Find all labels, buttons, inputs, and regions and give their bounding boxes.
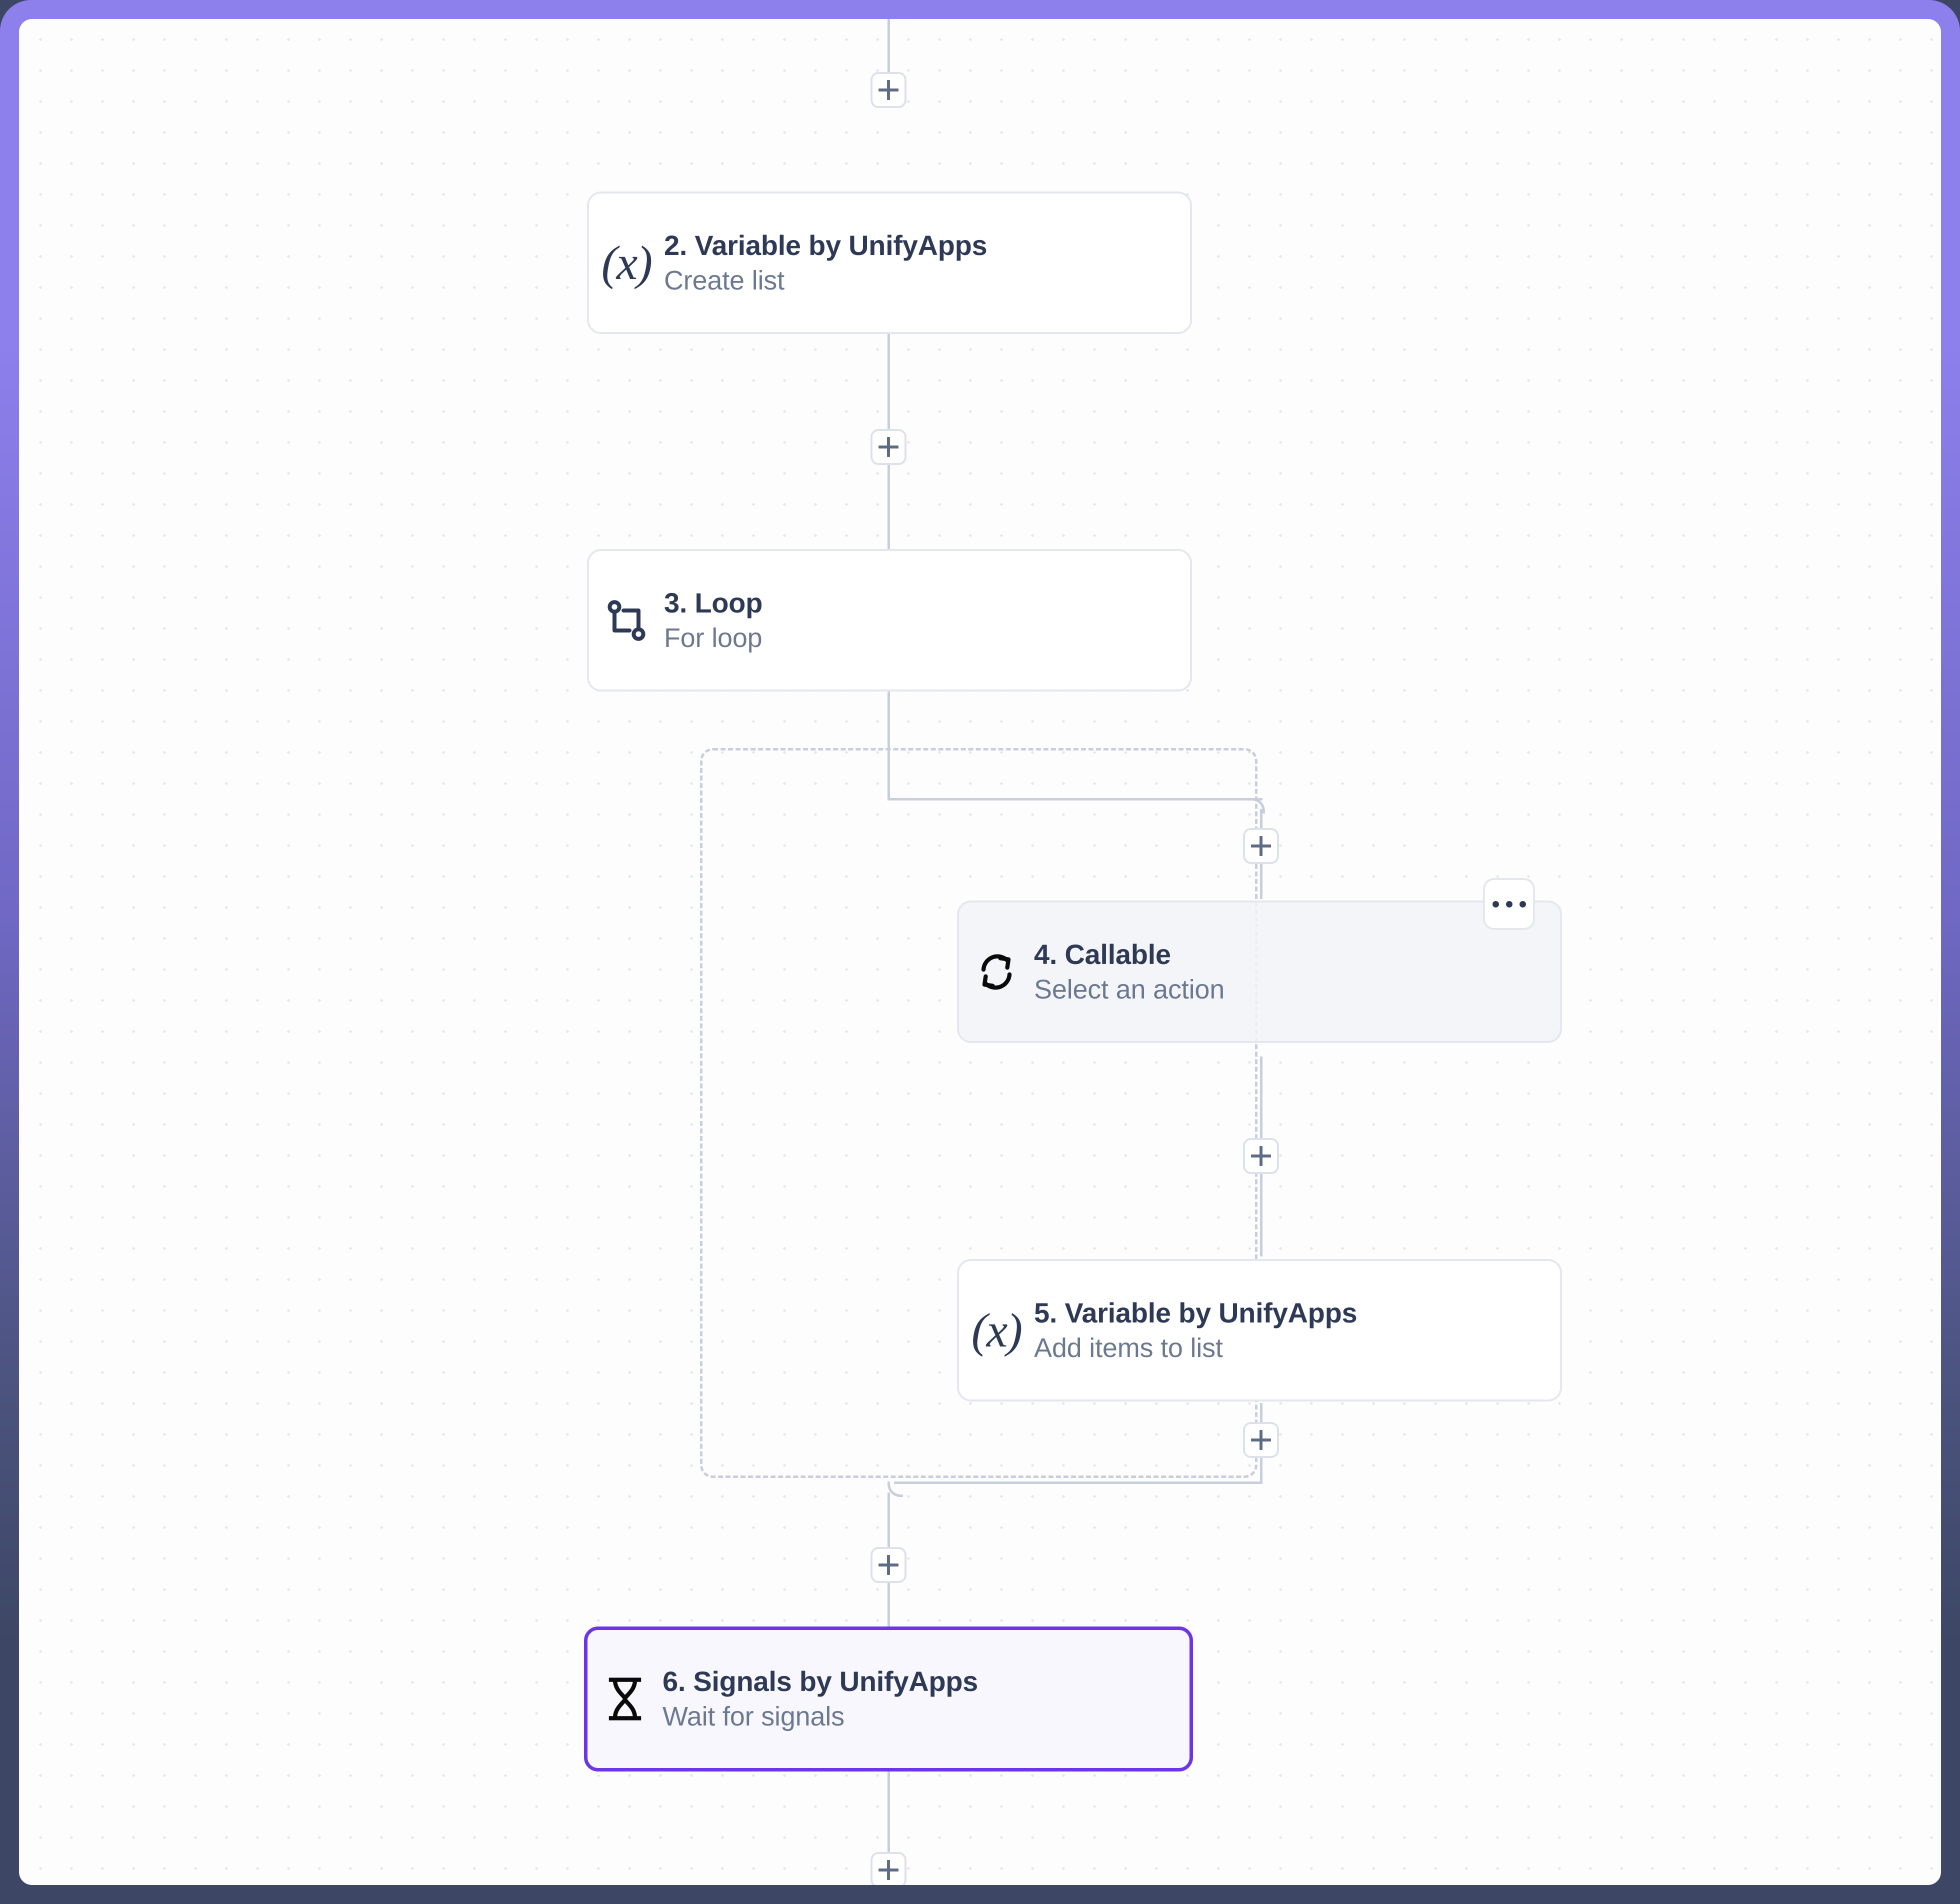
connector-node6-bottom xyxy=(888,1769,890,1885)
connector-loop-return-corner xyxy=(888,1482,903,1497)
plus-icon xyxy=(878,1860,898,1880)
add-step-before-node6-button[interactable] xyxy=(870,1547,906,1583)
workflow-node-callable-select-action[interactable]: 4. Callable Select an action xyxy=(957,900,1562,1043)
node-text-block: 5. Variable by UnifyApps Add items to li… xyxy=(1034,1296,1358,1364)
plus-icon xyxy=(1251,1430,1271,1450)
workflow-canvas[interactable]: (x) 2. Variable by UnifyApps Create list… xyxy=(19,19,1941,1885)
plus-icon xyxy=(878,80,898,100)
loop-body-container xyxy=(700,748,1258,1478)
variable-icon: (x) xyxy=(971,1303,1023,1357)
node-text-block: 4. Callable Select an action xyxy=(1034,938,1224,1006)
add-step-after-node6-button[interactable] xyxy=(870,1852,906,1885)
ellipsis-dot xyxy=(1519,900,1526,908)
connector-node3-loopsplit xyxy=(888,670,890,800)
plus-icon xyxy=(878,437,898,457)
hourglass-icon xyxy=(588,1675,662,1723)
sync-arrows-icon xyxy=(959,948,1034,996)
connector-loop-entry-h xyxy=(888,798,1262,800)
callable-node-overflow-menu-button[interactable] xyxy=(1483,878,1535,930)
plus-icon xyxy=(878,1555,898,1575)
loop-icon xyxy=(589,596,664,644)
node-title: 2. Variable by UnifyApps xyxy=(664,229,988,261)
add-step-after-node5-button[interactable] xyxy=(1243,1422,1279,1458)
add-step-before-node4-button[interactable] xyxy=(1243,828,1279,864)
connector-loop-entry-corner xyxy=(1250,798,1265,814)
node-title: 3. Loop xyxy=(664,586,762,618)
connector-top-stub xyxy=(888,19,890,89)
add-step-top-button[interactable] xyxy=(870,72,906,108)
node-title: 5. Variable by UnifyApps xyxy=(1034,1296,1358,1328)
node-subtitle: Wait for signals xyxy=(662,1702,844,1732)
ellipsis-dot xyxy=(1506,900,1512,908)
node-subtitle: Create list xyxy=(664,265,784,296)
node-title: 4. Callable xyxy=(1034,938,1171,970)
workflow-node-loop-for-loop[interactable]: 3. Loop For loop xyxy=(587,549,1192,692)
node-text-block: 2. Variable by UnifyApps Create list xyxy=(664,229,988,297)
node-subtitle: For loop xyxy=(664,622,762,653)
node-title: 6. Signals by UnifyApps xyxy=(662,1666,978,1698)
ellipsis-dot xyxy=(1492,900,1499,908)
node-text-block: 6. Signals by UnifyApps Wait for signals xyxy=(662,1665,978,1733)
variable-icon: (x) xyxy=(601,236,653,290)
workflow-node-variable-create-list[interactable]: (x) 2. Variable by UnifyApps Create list xyxy=(587,192,1192,334)
add-step-after-node4-button[interactable] xyxy=(1243,1138,1279,1174)
workflow-node-signals-wait[interactable]: 6. Signals by UnifyApps Wait for signals xyxy=(584,1626,1193,1772)
plus-icon xyxy=(1251,836,1271,856)
workflow-node-variable-add-items[interactable]: (x) 5. Variable by UnifyApps Add items t… xyxy=(957,1259,1562,1402)
node-subtitle: Select an action xyxy=(1034,974,1225,1004)
node-text-block: 3. Loop For loop xyxy=(664,586,762,654)
plus-icon xyxy=(1251,1146,1271,1166)
connector-loop-return-h xyxy=(894,1482,1262,1484)
node-subtitle: Add items to list xyxy=(1034,1332,1223,1363)
add-step-after-node2-button[interactable] xyxy=(870,429,906,465)
